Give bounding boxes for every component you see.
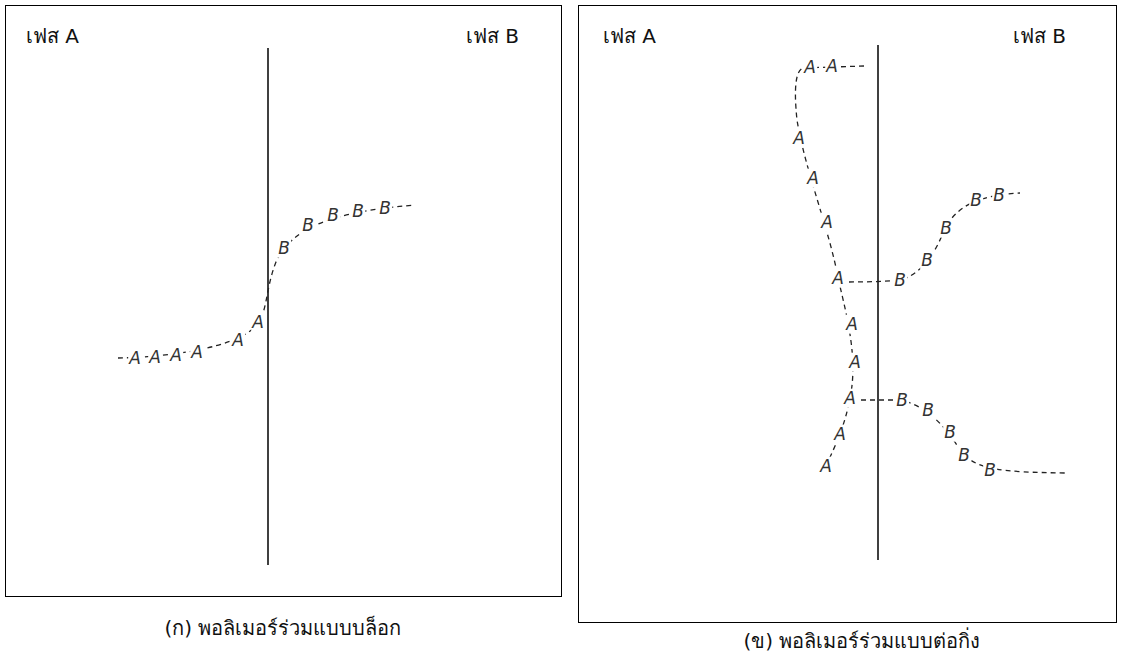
monomer-unit: A [792, 129, 806, 148]
monomer-unit: A [231, 331, 245, 350]
phase-label: เฟส A [26, 24, 79, 48]
monomer-unit: A [803, 58, 817, 77]
monomer-unit: A [848, 353, 862, 372]
monomer-unit: A [845, 315, 859, 334]
monomer-unit: B [277, 239, 291, 258]
phase-panel: เฟส A เฟส B [5, 5, 562, 597]
monomer-unit: B [920, 251, 934, 270]
graft-chain [852, 400, 1065, 473]
monomer-unit: B [893, 271, 907, 290]
monomer-unit: B [939, 219, 953, 238]
monomer-unit: B [943, 423, 957, 442]
monomer-unit: A [843, 389, 857, 408]
monomer-unit: A [128, 349, 142, 368]
figure-caption: (ข) พอลิเมอร์ร่วมแบบต่อกิ่ง [744, 630, 981, 652]
phase-boundary [877, 45, 879, 560]
monomer-unit: A [833, 425, 847, 444]
monomer-unit: A [825, 57, 839, 76]
monomer-unit: A [148, 348, 162, 367]
backbone-chain [795, 66, 864, 472]
monomer-unit: A [820, 213, 834, 232]
monomer-unit: A [831, 269, 845, 288]
monomer-unit: B [921, 401, 935, 420]
monomer-unit: A [819, 457, 833, 476]
phase-label: เฟส B [1013, 24, 1066, 48]
monomer-unit: B [992, 186, 1006, 205]
monomer-unit: A [806, 169, 820, 188]
figure-caption: (ก) พอลิเมอร์ร่วมแบบบล็อก [165, 617, 402, 639]
monomer-unit: B [983, 461, 997, 480]
phase-boundary [267, 48, 269, 565]
monomer-unit: B [957, 446, 971, 465]
block-chain [118, 205, 415, 358]
phase-label: เฟส A [603, 24, 656, 48]
monomer-unit: B [351, 202, 365, 221]
monomer-unit: A [190, 343, 204, 362]
monomer-unit: B [301, 216, 315, 235]
graft-chain [840, 193, 1020, 282]
monomer-unit: A [251, 313, 265, 332]
monomer-unit: A [169, 346, 183, 365]
monomer-unit: B [895, 391, 909, 410]
phase-label: เฟส B [466, 24, 519, 48]
monomer-unit: B [326, 206, 340, 225]
monomer-unit: B [969, 191, 983, 210]
monomer-unit: B [378, 199, 392, 218]
